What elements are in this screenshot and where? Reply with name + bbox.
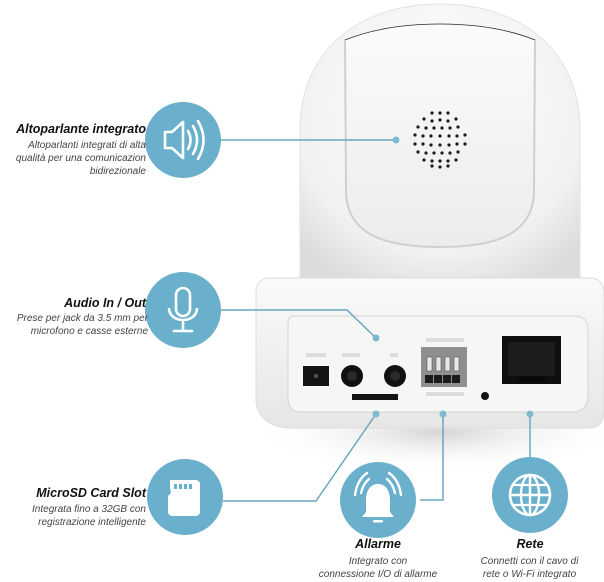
callout-dots bbox=[372, 136, 534, 418]
rear-ports bbox=[303, 336, 561, 400]
audio-feature-title: Audio In / Out bbox=[64, 296, 146, 310]
speaker-feature-description: Altoparlanti integrati di alta qualità p… bbox=[15, 140, 146, 177]
microphone-icon bbox=[145, 272, 221, 348]
microsd-feature-title: MicroSD Card Slot bbox=[36, 486, 146, 500]
alarm-terminal-block bbox=[421, 338, 467, 396]
ethernet-port bbox=[502, 336, 561, 384]
alarm-feature-description: Integrato con connessione I/O di allarme bbox=[318, 556, 438, 580]
speaker-icon bbox=[145, 102, 221, 178]
microsd-feature-description: Integrata fino a 32GB con registrazione … bbox=[32, 504, 146, 528]
alarm-bell-icon bbox=[340, 462, 416, 538]
microsd-slot bbox=[352, 394, 398, 400]
globe-icon bbox=[492, 457, 568, 533]
reset-button bbox=[481, 392, 489, 400]
network-feature-description: Connetti con il cavo di rete o Wi-Fi int… bbox=[480, 556, 579, 580]
network-feature-title: Rete bbox=[516, 537, 544, 551]
sd-card-icon bbox=[147, 459, 223, 535]
audio-feature-description: Prese per jack da 3.5 mm per microfono e… bbox=[16, 313, 148, 337]
speaker-grill bbox=[413, 111, 467, 169]
speaker-feature-title: Altoparlante integrato bbox=[16, 122, 146, 136]
camera-head bbox=[299, 3, 581, 291]
alarm-feature-title: Allarme bbox=[355, 537, 401, 551]
callout-lines bbox=[221, 139, 531, 502]
